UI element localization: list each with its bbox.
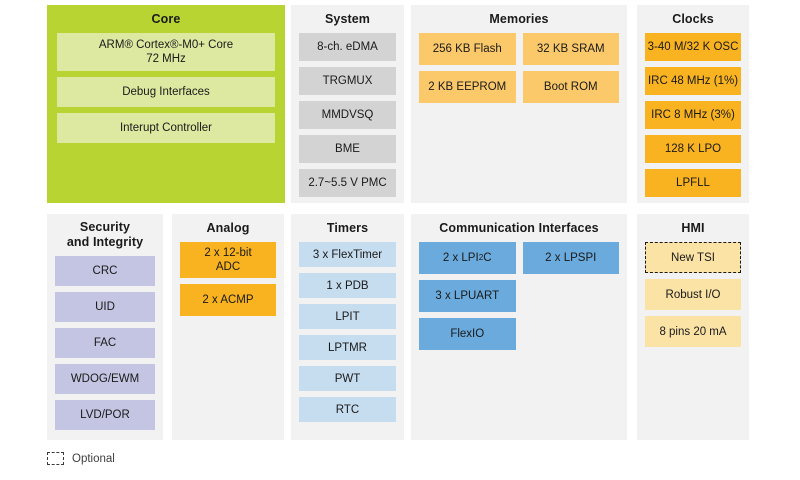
panel-timers: Timers 3 x FlexTimer 1 x PDB LPIT LPTMR … [291, 214, 404, 440]
panel-communication-title: Communication Interfaces [439, 221, 599, 235]
block-rtc: RTC [299, 397, 396, 423]
block-flextimer: 3 x FlexTimer [299, 242, 396, 268]
panel-core: Core ARM® Cortex®-M0+ Core 72 MHz Debug … [47, 5, 285, 203]
block-lpi2c-base: 2 x LPI [442, 252, 479, 265]
block-lpuart: 3 x LPUART [419, 280, 516, 313]
block-lpi2c-tail: C [483, 252, 492, 265]
block-new-tsi: New TSI [645, 242, 741, 274]
block-adc-line1: 2 x 12-bit [204, 246, 252, 259]
block-uid: UID [55, 292, 155, 322]
panel-system: System 8-ch. eDMA TRGMUX MMDVSQ BME 2.7~… [291, 5, 404, 203]
block-arm-core-line2: 72 MHz [146, 53, 186, 66]
panel-analog: Analog 2 x 12-bit ADC 2 x ACMP [172, 214, 284, 440]
memories-row-1: 256 KB Flash 32 KB SRAM [419, 33, 619, 66]
block-arm-cortex-m0-core: ARM® Cortex®-M0+ Core 72 MHz [57, 33, 275, 72]
block-boot-rom: Boot ROM [522, 71, 619, 104]
block-crc: CRC [55, 256, 155, 286]
block-flexio: FlexIO [419, 318, 516, 351]
block-lpspi: 2 x LPSPI [522, 242, 619, 275]
block-irc-8mhz: IRC 8 MHz (3%) [645, 101, 741, 130]
block-debug-interfaces: Debug Interfaces [57, 77, 275, 108]
block-12bit-adc: 2 x 12-bit ADC [180, 242, 276, 279]
panel-timers-title: Timers [326, 221, 369, 235]
panel-clocks-title: Clocks [672, 12, 714, 26]
panel-clocks: Clocks 3-40 M/32 K OSC IRC 48 MHz (1%) I… [637, 5, 749, 203]
optional-swatch-icon [47, 452, 64, 465]
block-32kb-sram: 32 KB SRAM [522, 33, 619, 66]
block-fac: FAC [55, 328, 155, 358]
panel-hmi: HMI New TSI Robust I/O 8 pins 20 mA [637, 214, 749, 440]
block-lpfll: LPFLL [645, 169, 741, 198]
block-2kb-eeprom: 2 KB EEPROM [419, 71, 516, 104]
block-osc: 3-40 M/32 K OSC [645, 33, 741, 62]
panel-security-title: Security and Integrity [47, 214, 163, 256]
block-pdb: 1 x PDB [299, 273, 396, 299]
panel-security-title-line2: and Integrity [66, 235, 144, 249]
block-edma: 8-ch. eDMA [299, 33, 396, 62]
block-256kb-flash: 256 KB Flash [419, 33, 516, 66]
legend-optional-label: Optional [72, 452, 115, 465]
block-lpit: LPIT [299, 304, 396, 330]
block-wdog-ewm: WDOG/EWM [55, 364, 155, 394]
panel-hmi-title: HMI [681, 221, 705, 235]
block-128k-lpo: 128 K LPO [645, 135, 741, 164]
block-lptmr: LPTMR [299, 335, 396, 361]
block-interrupt-controller: Interupt Controller [57, 113, 275, 144]
block-bme: BME [299, 135, 396, 164]
block-mmdvsq: MMDVSQ [299, 101, 396, 130]
block-lvd-por: LVD/POR [55, 400, 155, 430]
block-pmc: 2.7~5.5 V PMC [299, 169, 396, 198]
block-arm-core-line1: ARM® Cortex®-M0+ Core [98, 38, 234, 51]
memories-row-2: 2 KB EEPROM Boot ROM [419, 71, 619, 104]
block-pwt: PWT [299, 366, 396, 392]
block-8-pins-20ma: 8 pins 20 mA [645, 316, 741, 348]
panel-core-title: Core [151, 12, 181, 26]
block-irc-48mhz: IRC 48 MHz (1%) [645, 67, 741, 96]
block-trgmux: TRGMUX [299, 67, 396, 96]
block-robust-io: Robust I/O [645, 279, 741, 311]
panel-security-and-integrity: Security and Integrity CRC UID FAC WDOG/… [47, 214, 163, 440]
panel-system-title: System [324, 12, 371, 26]
panel-analog-title: Analog [206, 221, 250, 235]
panel-memories-title: Memories [489, 12, 549, 26]
block-acmp: 2 x ACMP [180, 284, 276, 317]
block-adc-line2: ADC [215, 261, 241, 274]
legend-optional: Optional [47, 452, 115, 465]
panel-security-title-line1: Security [79, 220, 131, 234]
panel-memories: Memories 256 KB Flash 32 KB SRAM 2 KB EE… [411, 5, 627, 203]
